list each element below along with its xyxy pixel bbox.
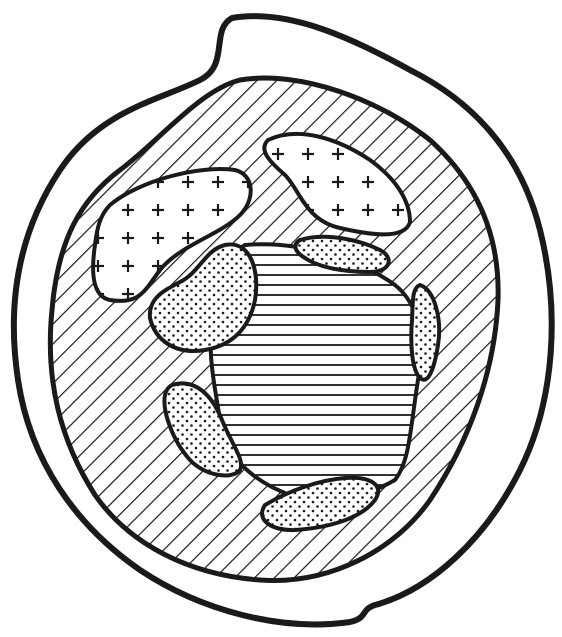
dotted-region-right — [411, 285, 439, 380]
